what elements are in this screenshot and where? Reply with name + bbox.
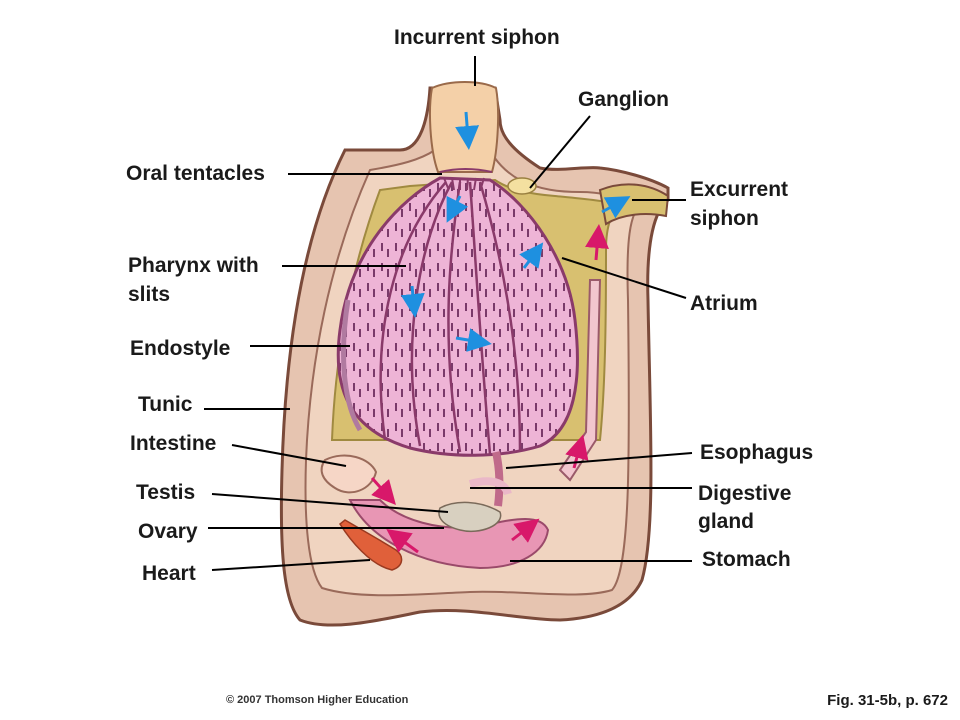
leader-ganglion <box>529 115 591 189</box>
label-incurrent-siphon: Incurrent siphon <box>394 26 560 49</box>
label-oral-tentacles: Oral tentacles <box>126 162 265 185</box>
heart-shape <box>339 519 403 571</box>
endostyle-shape <box>341 299 363 432</box>
ganglion-shape <box>507 177 537 195</box>
leader-testis <box>211 493 449 513</box>
food-flow-arrows <box>370 224 609 554</box>
incurrent-siphon-shape <box>429 81 500 173</box>
leader-esophagus <box>505 452 693 469</box>
label-ganglion: Ganglion <box>578 88 669 111</box>
intestine-shape <box>558 279 602 482</box>
label-excurrent-siphon-line2: siphon <box>690 207 759 230</box>
label-intestine: Intestine <box>130 432 217 455</box>
figure-caption: Fig. 31-5b, p. 672 <box>827 692 948 709</box>
leader-heart <box>211 559 371 571</box>
leader-intestine <box>231 444 347 467</box>
stomach-shape <box>348 499 550 570</box>
label-atrium: Atrium <box>690 292 758 315</box>
label-endostyle: Endostyle <box>130 337 231 360</box>
label-stomach: Stomach <box>702 548 791 571</box>
oral-tentacles-shape <box>439 168 493 191</box>
label-esophagus: Esophagus <box>700 441 814 464</box>
digestive-gland-shape <box>438 501 502 532</box>
label-excurrent-siphon-line1: Excurrent <box>690 178 789 201</box>
label-ovary: Ovary <box>138 520 198 543</box>
label-heart: Heart <box>142 562 196 585</box>
leader-atrium <box>561 257 687 299</box>
label-testis: Testis <box>136 481 196 504</box>
label-digestive-gland-line2: gland <box>698 510 754 533</box>
label-pharynx-line1: Pharynx with <box>128 254 259 277</box>
leader-lines <box>204 56 693 571</box>
label-digestive-gland-line1: Digestive <box>698 482 792 505</box>
testis-shape <box>468 477 512 496</box>
copyright-notice: © 2007 Thomson Higher Education <box>226 694 409 706</box>
label-tunic: Tunic <box>138 393 193 416</box>
water-flow-arrows <box>400 111 631 352</box>
label-pharynx-line2: slits <box>128 283 171 306</box>
